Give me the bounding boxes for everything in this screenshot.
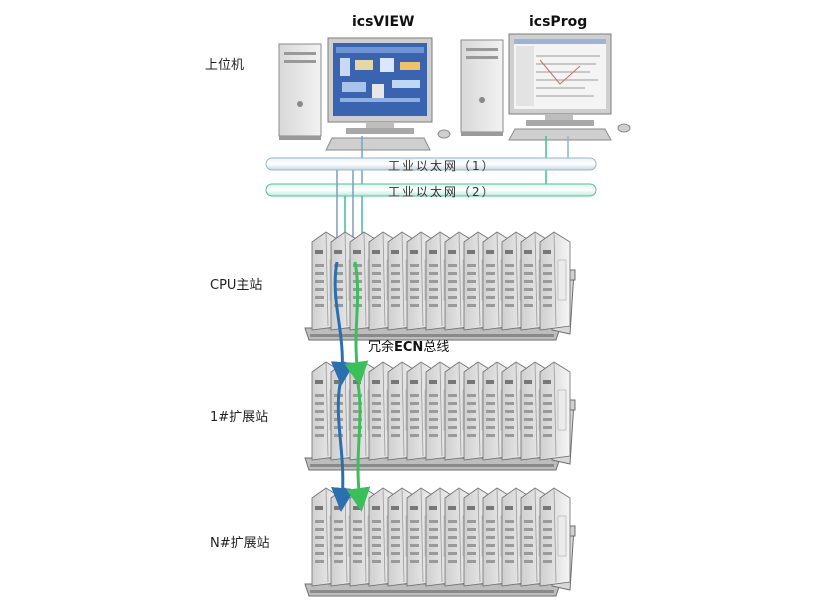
network-1-label: 工业以太网（1） xyxy=(388,159,496,173)
ecn-bus-label: 冗余ECN总线 xyxy=(368,336,449,355)
keyboard-icon xyxy=(508,123,631,141)
ethernet-network-2 xyxy=(265,183,597,197)
monitor-icon xyxy=(327,37,433,134)
ext1-station-rack xyxy=(304,361,576,471)
network-2-label: 工业以太网（2） xyxy=(388,185,496,199)
io-module xyxy=(539,361,571,461)
io-module xyxy=(539,487,571,587)
extn-station-rack xyxy=(304,487,576,597)
icsview-title: icsVIEW xyxy=(352,14,415,30)
ethernet-network-1 xyxy=(265,157,597,171)
ecn-bus-links xyxy=(330,261,371,512)
icsprog-title: icsProg xyxy=(529,14,588,30)
monitor-icon xyxy=(508,33,612,126)
extn-station-label: N#扩展站 xyxy=(210,536,270,551)
ecn-bus-suffix: 总线 xyxy=(423,340,450,355)
keyboard-icon xyxy=(325,129,451,151)
workstation-icsprog xyxy=(460,33,631,141)
host-label: 上位机 xyxy=(205,58,245,73)
pc-tower-icon xyxy=(460,39,504,136)
workstation-icsview xyxy=(278,37,451,151)
ext1-station-label: 1#扩展站 xyxy=(210,410,269,425)
cpu-station-label: CPU主站 xyxy=(210,278,263,293)
cpu-station-rack xyxy=(304,231,576,341)
ecn-bus-name: ECN xyxy=(394,340,424,355)
io-module xyxy=(539,231,571,331)
pc-tower-icon xyxy=(278,43,322,140)
ecn-bus-prefix: 冗余 xyxy=(368,340,395,355)
